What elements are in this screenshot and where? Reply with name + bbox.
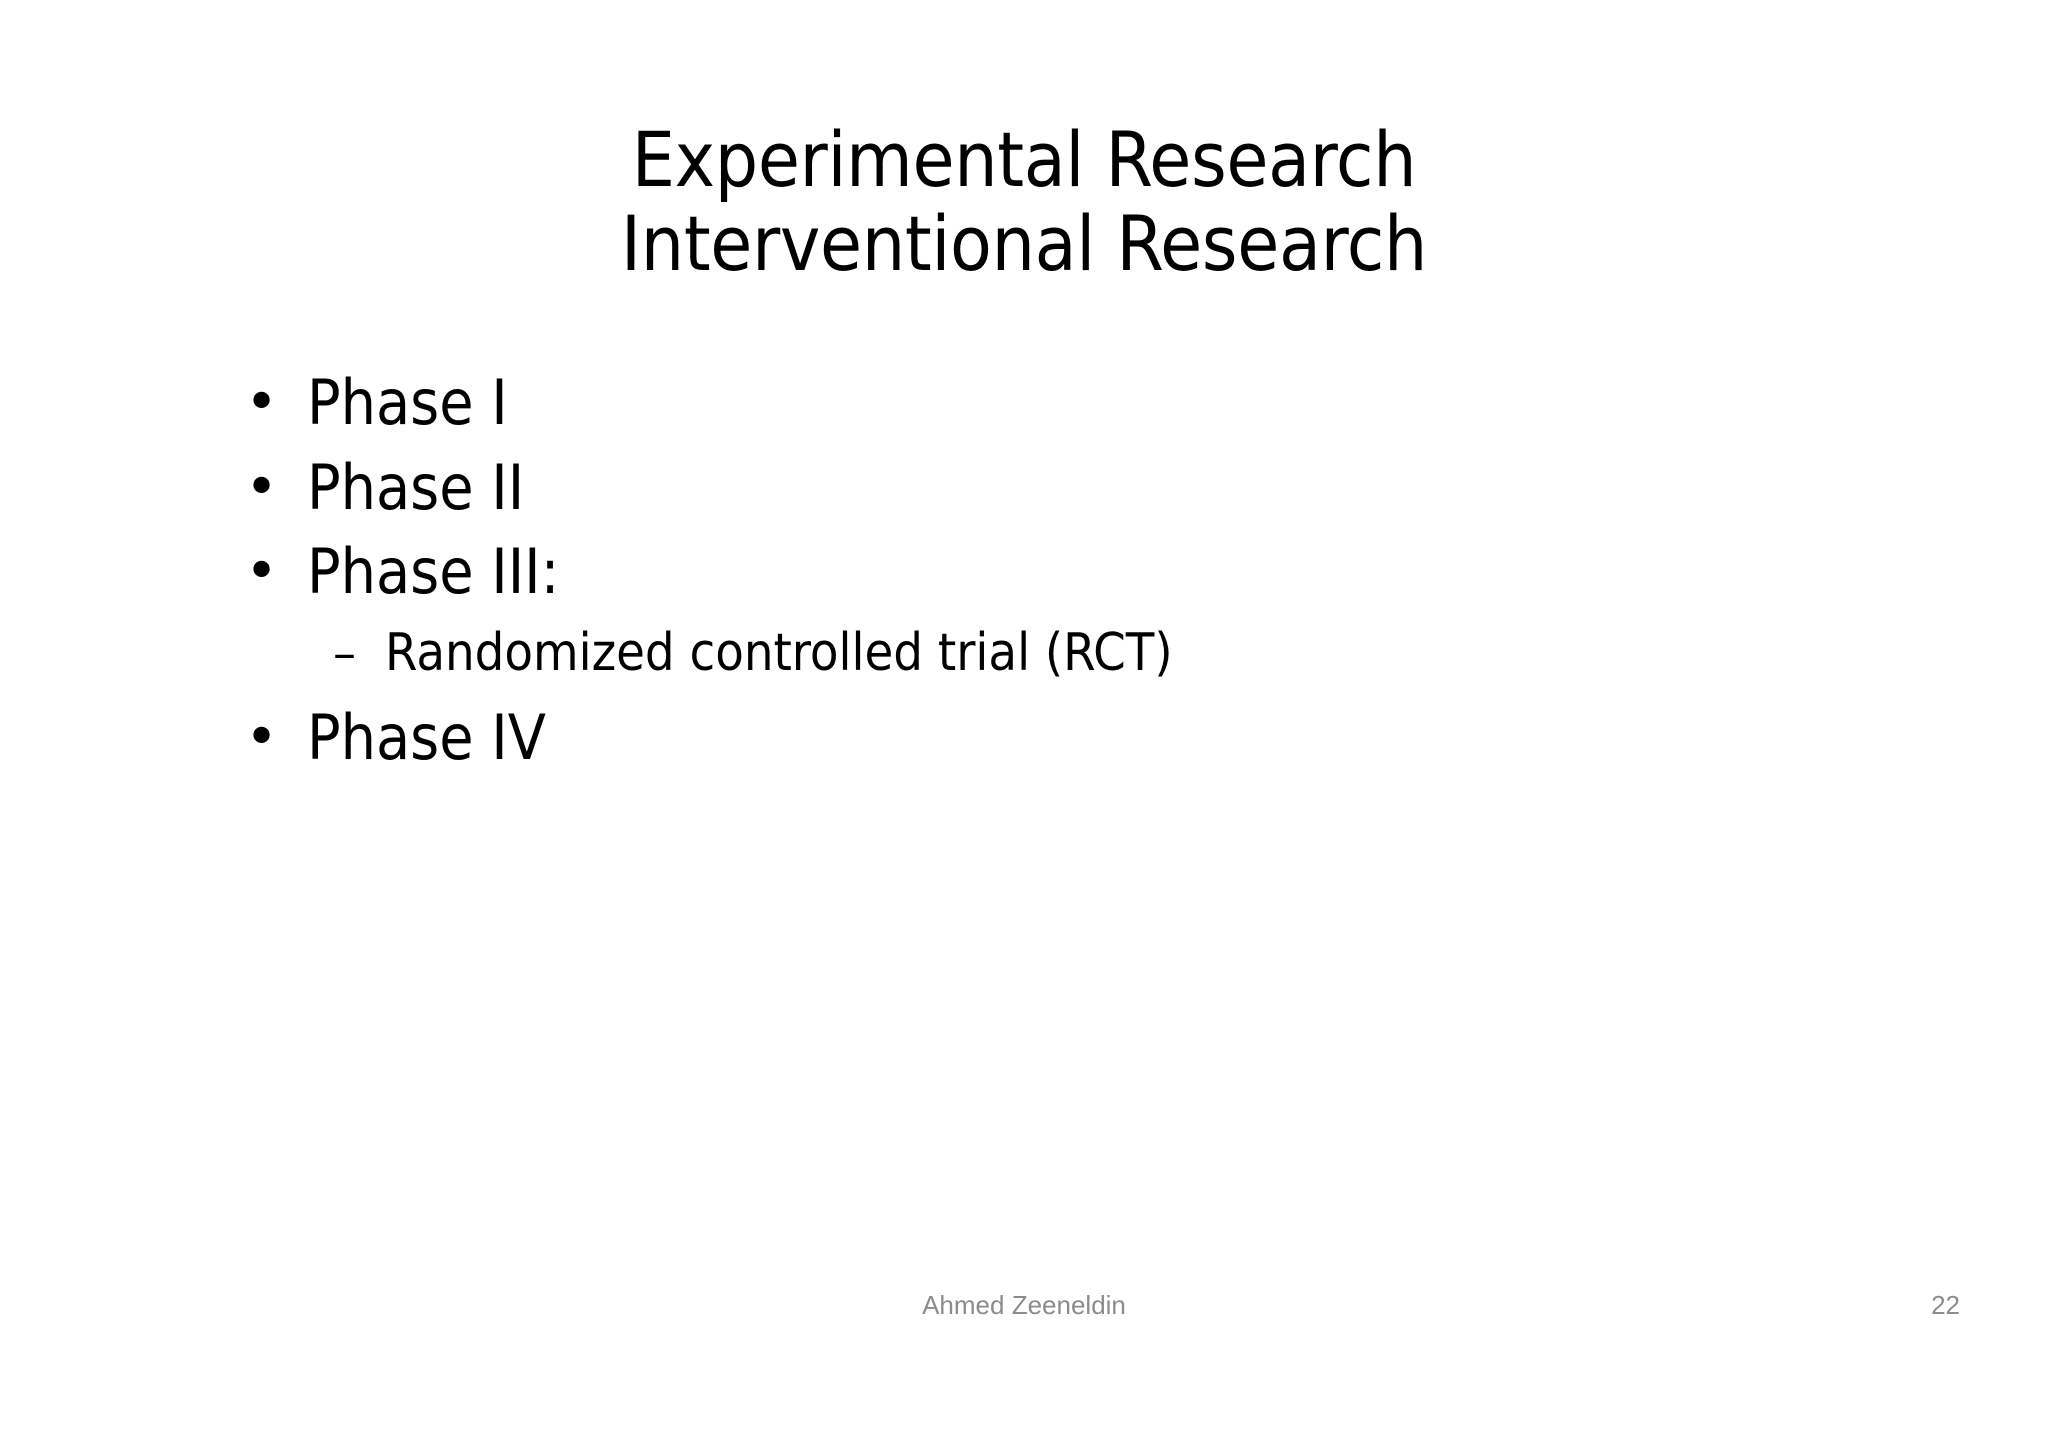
list-item-label: Phase IV [307,700,546,774]
slide-title-line-1: Experimental Research [631,115,1417,204]
sub-list-item-label: Randomized controlled trial (RCT) [385,623,1173,684]
sub-list-item: – Randomized controlled trial (RCT) [245,626,1945,681]
bullet-dot-icon: • [245,539,279,605]
footer-page-number: 22 [1931,1290,1960,1320]
list-item: • Phase I [245,366,1945,439]
list-item-label: Phase III: [307,535,560,609]
slide-body-list: • Phase I • Phase II • Phase III: – Rand… [245,366,1945,791]
bullet-dot-icon: • [245,454,279,520]
list-item: • Phase III: [245,541,1945,604]
slide-title-line-2: Interventional Research [620,198,1428,288]
list-item-label: Phase I [307,366,508,439]
bullet-dot-icon: • [245,704,279,770]
list-item-label: Phase II [307,450,525,524]
list-item: • Phase IV [245,700,1945,774]
bullet-dot-icon: • [245,370,279,435]
footer-author: Ahmed Zeeneldin [922,1290,1126,1320]
slide-title: Experimental Research Interventional Res… [0,118,2048,285]
list-item: • Phase II [245,450,1945,524]
bullet-dash-icon: – [333,626,356,681]
